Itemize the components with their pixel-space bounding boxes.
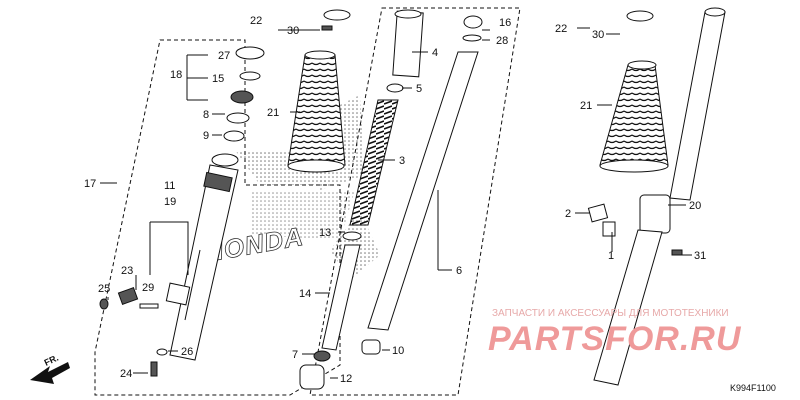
watermark-line1: ЗАПЧАСТИ И АКСЕССУАРЫ ДЛЯ МОТОТЕХНИКИ: [492, 308, 729, 319]
callout: 10: [392, 345, 404, 357]
callout: 21: [267, 107, 279, 119]
watermark-line2: PARTSFOR.RU: [488, 320, 742, 358]
callout: 8: [203, 109, 209, 121]
callout: 23: [121, 265, 133, 277]
part-5-spacer: [386, 83, 404, 93]
part-7-piston: [313, 350, 331, 362]
callout: 2: [565, 208, 571, 220]
callout: 6: [456, 265, 462, 277]
callout: 14: [299, 288, 311, 300]
callout: 22: [555, 23, 567, 35]
part-10-bushing: [361, 339, 381, 355]
callout: 27: [218, 50, 230, 62]
callout: 17: [84, 178, 96, 190]
part-3-spring: [349, 99, 399, 226]
part-29-bolt: [139, 303, 159, 309]
left-assembly-outline: [94, 39, 341, 396]
part-9-bushing: [223, 130, 245, 142]
callout: 1: [608, 250, 614, 262]
callout-labels: 22 30 27 15 18 8 9 21 17 11 19 23 25 29 …: [84, 15, 706, 385]
callout: 12: [340, 373, 352, 385]
part-15-clip: [239, 71, 261, 81]
front-direction-arrow: FR.: [30, 353, 70, 384]
callout: 9: [203, 130, 209, 142]
part-4-fork-tube: [392, 10, 424, 78]
callout: 5: [416, 83, 422, 95]
callout: 20: [689, 200, 701, 212]
callout: 3: [399, 155, 405, 167]
callout: 11: [164, 180, 175, 192]
part-9-washer: [226, 112, 250, 124]
part-26-washer: [156, 348, 168, 356]
callout: 21: [580, 100, 592, 112]
direction-label: FR.: [43, 353, 60, 368]
callout: 22: [250, 15, 262, 27]
part-23-clamp: [117, 286, 139, 306]
part-12-lock-piece: [299, 364, 325, 390]
callout: 24: [120, 368, 132, 380]
callout: 13: [319, 227, 331, 239]
part-13-ring: [342, 231, 362, 241]
callout: 16: [499, 17, 511, 29]
part-14-damper-rod: [321, 244, 361, 351]
part-28-oring: [462, 34, 482, 42]
callout: 26: [181, 346, 193, 358]
callout: 29: [142, 282, 154, 294]
diagram-code: K994F1100: [730, 383, 776, 393]
leader-lines: [100, 27, 692, 379]
left-dust-boot: [287, 50, 346, 173]
callout: 4: [432, 47, 438, 59]
part-16-cap-bolt: [463, 15, 483, 29]
callout: 7: [292, 349, 298, 361]
callout: 15: [212, 73, 224, 85]
callout: 28: [496, 35, 508, 47]
part-6-inner-tube: [367, 51, 479, 331]
part-27-seal: [235, 46, 265, 60]
part-24-bolt: [150, 361, 158, 377]
callout: 18: [170, 69, 182, 81]
middle-assembly-outline: [309, 7, 521, 396]
callout: 31: [694, 250, 706, 262]
part-25-nut: [99, 298, 109, 310]
right-fork-assembly: [587, 7, 726, 386]
callout: 25: [98, 283, 110, 295]
part-8-oil-seal: [230, 90, 254, 104]
callout: 30: [592, 29, 604, 41]
callout: 30: [287, 25, 299, 37]
left-boot-clamp: [321, 9, 351, 31]
left-fork-slider: [165, 153, 239, 361]
callout: 19: [164, 196, 176, 208]
